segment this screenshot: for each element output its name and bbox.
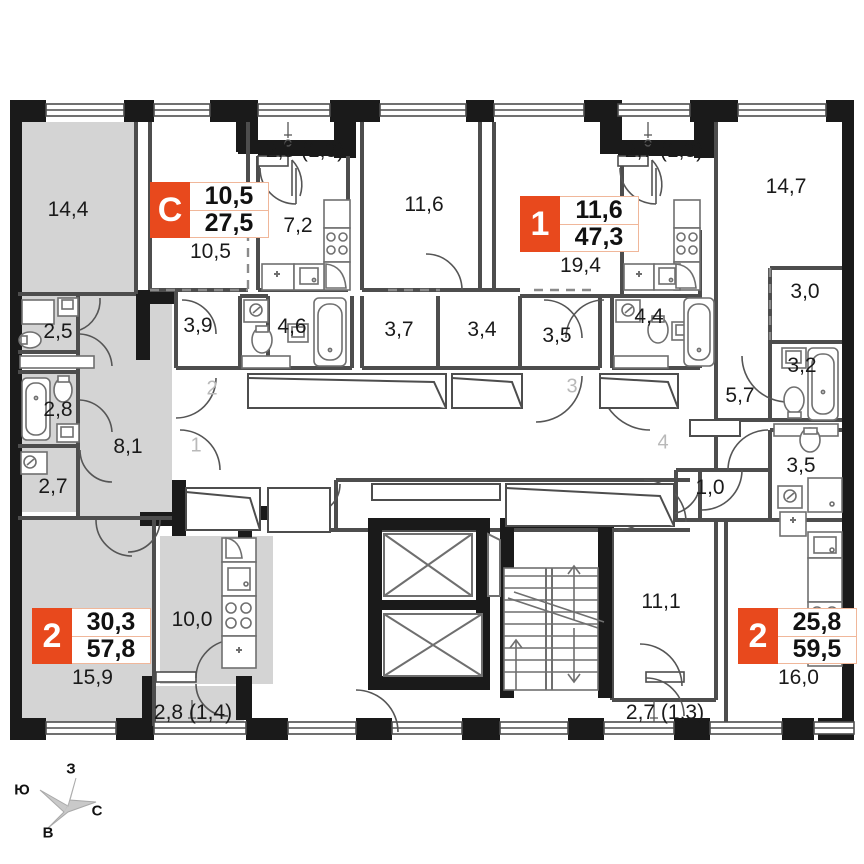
badge-room-count: 2 [32,608,72,664]
windows [45,103,855,735]
badge-living-area: 30,3 [72,609,150,637]
room-area-label: 3,4 [467,318,497,341]
dashed-partitions [150,200,772,340]
elevator-shaft-1 [383,533,473,597]
room-area-label: 2,5 [43,320,73,343]
apartment-index: 1 [190,434,202,457]
room-area-label: 11,1 [641,590,681,613]
badge-total-area: 59,5 [792,635,842,664]
room-area-label: 7,2 [283,214,313,237]
compass-label-west: З [66,760,76,778]
badge-under-label: 15,9 [72,666,113,689]
badge-total-area: 57,8 [86,635,136,664]
room-area-label: 3,5 [542,324,572,347]
room-area-label: 10,0 [171,608,213,631]
room-area-label: 2,7 (1,3) [624,139,704,162]
compass-label-south: Ю [14,781,30,799]
apartment-spec-badge[interactable]: 1 11,6 47,3 19,4 [520,196,639,277]
room-area-label: 4,6 [277,315,307,338]
apartment-index: 2 [206,377,218,400]
badge-living-area: 10,5 [190,183,268,211]
balcony-area-label: 2,8 (1,4) [153,701,233,724]
badge-living-area: 11,6 [560,197,638,225]
built-in-furniture [185,373,741,533]
apartment-spec-badge[interactable]: 2 30,3 57,8 15,9 [32,608,151,689]
badge-room-count: 2 [738,608,778,664]
room-area-label: 11,6 [404,193,444,216]
room-area-label: 2,8 [43,398,73,421]
badge-under-label: 10,5 [190,240,231,263]
staircase [503,564,605,691]
room-area-label: 3,9 [183,314,213,337]
plumbing-fixtures [18,297,843,537]
badge-under-label: 19,4 [560,254,601,277]
badge-living-area: 25,8 [778,609,856,637]
apartment-spec-badge[interactable]: C 10,5 27,5 10,5 [150,182,269,263]
balcony-rails [188,122,658,722]
badge-total-area: 47,3 [574,223,624,252]
badge-areas: 10,5 27,5 [190,182,269,238]
room-area-label: 5,7 [725,384,755,407]
badge-room-count: C [150,182,190,238]
balcony-area-label: 2,7 (1,3) [625,701,705,724]
room-area-label: 14,7 [765,175,807,198]
badge-areas: 30,3 57,8 [72,608,151,664]
room-area-label: 14,4 [47,198,89,221]
badge-areas: 25,8 59,5 [778,608,857,664]
compass-rose [39,777,97,829]
compass-label-north: С [91,802,103,820]
badge-under-label: 16,0 [778,666,819,689]
apartment-spec-badge[interactable]: 2 25,8 59,5 16,0 [738,608,857,689]
room-area-label: 3,0 [790,280,820,303]
badge-room-count: 1 [520,196,560,252]
apartment-index: 3 [566,375,578,398]
apartment-index: 4 [657,431,669,454]
room-area-label: 3,7 [384,318,414,341]
badge-total-area: 27,5 [204,209,254,238]
badge-areas: 11,6 47,3 [560,196,639,252]
room-area-label: 1,0 [695,476,725,499]
elevator-shaft-2 [383,613,483,677]
compass-label-east: В [42,824,54,842]
room-area-label: 8,1 [113,435,143,458]
room-area-label: 4,4 [634,305,664,328]
room-area-label: 2,5 (1,3) [265,139,345,162]
room-area-label: 3,5 [786,454,816,477]
room-area-label: 2,7 [38,475,68,498]
room-area-label: 3,2 [787,354,817,377]
